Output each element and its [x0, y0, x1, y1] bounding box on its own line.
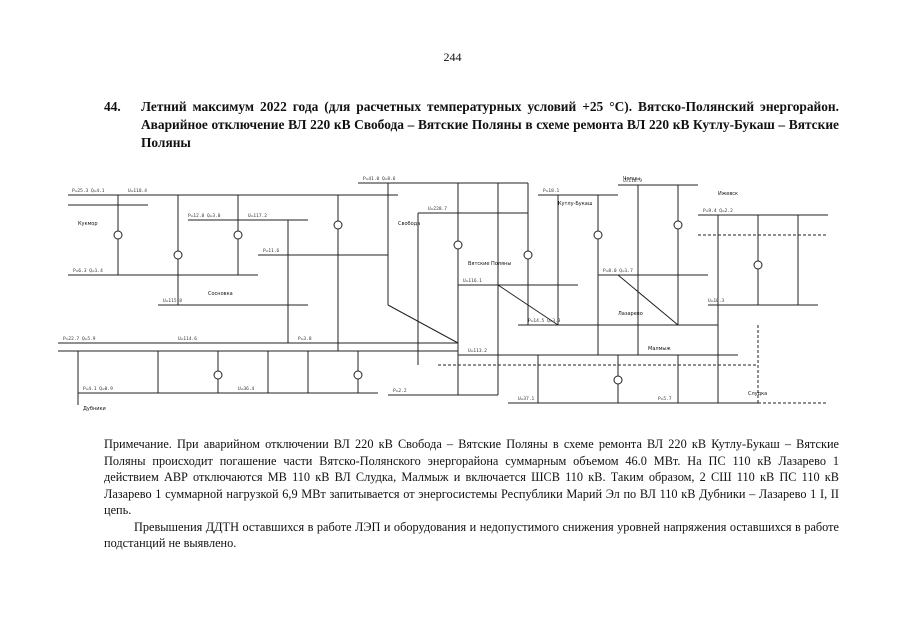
svg-text:U=116.1: U=116.1 [463, 278, 482, 284]
label-sosnovka: Сосновка [208, 291, 233, 297]
svg-text:U=115.8: U=115.8 [163, 298, 182, 304]
label-malmyzh: Малмыж [648, 346, 671, 352]
svg-text:P=22.7 Q=5.9: P=22.7 Q=5.9 [63, 336, 96, 342]
label-vyatskie-polyany: Вятские Поляны [468, 261, 511, 267]
label-chepcy: Чепцы [623, 176, 640, 182]
svg-text:P=12.8 Q=3.0: P=12.8 Q=3.0 [188, 213, 221, 219]
svg-text:P=2.2: P=2.2 [393, 388, 407, 394]
note-paragraph-2: Превышения ДДТН оставшихся в работе ЛЭП … [104, 519, 839, 551]
svg-text:P=41.0 Q=8.6: P=41.0 Q=8.6 [363, 176, 396, 182]
note-paragraph-1: Примечание. При аварийном отключении ВЛ … [104, 437, 839, 517]
label-izhevsk: Ижевск [718, 191, 738, 197]
svg-text:U=10.3: U=10.3 [708, 298, 725, 304]
svg-text:P=25.3 Q=4.1: P=25.3 Q=4.1 [72, 188, 105, 194]
svg-text:U=116.9: U=116.9 [623, 178, 642, 184]
power-grid-diagram: P=25.3 Q=4.1 U=118.4 P=12.8 Q=3.0 U=117.… [58, 165, 838, 425]
svg-text:U=113.2: U=113.2 [468, 348, 487, 354]
grid-schematic: P=25.3 Q=4.1 U=118.4 P=12.8 Q=3.0 U=117.… [58, 176, 828, 412]
svg-text:P=4.1 Q=0.9: P=4.1 Q=0.9 [83, 386, 113, 392]
svg-text:U=114.6: U=114.6 [178, 336, 197, 342]
svg-text:U=36.4: U=36.4 [238, 386, 255, 392]
label-sludka: Слудка [748, 391, 767, 397]
svg-text:P=6.3 Q=1.4: P=6.3 Q=1.4 [73, 268, 103, 274]
svg-text:P=18.1: P=18.1 [543, 188, 560, 194]
label-kutlu-bukash: Кутлу-Букаш [558, 201, 593, 207]
label-svoboda: Свобода [398, 221, 420, 227]
section-number: 44. [104, 99, 121, 114]
svg-text:U=118.4: U=118.4 [128, 188, 147, 194]
page-number: 244 [443, 50, 462, 64]
section-title: Летний максимум 2022 года (для расчетных… [141, 99, 839, 150]
svg-text:P=11.6: P=11.6 [263, 248, 280, 254]
svg-text:P=5.7: P=5.7 [658, 396, 672, 402]
svg-text:P=8.0 Q=1.7: P=8.0 Q=1.7 [603, 268, 633, 274]
label-lazarevo: Лазарево [618, 311, 643, 317]
note: Примечание. При аварийном отключении ВЛ … [104, 436, 839, 552]
label-kukmor: Кукмор [78, 221, 98, 227]
svg-text:U=228.7: U=228.7 [428, 206, 447, 212]
section-heading: 44. Летний максимум 2022 года (для расче… [104, 98, 839, 152]
svg-text:P=3.8: P=3.8 [298, 336, 312, 342]
svg-text:P=14.5 Q=3.3: P=14.5 Q=3.3 [528, 318, 561, 324]
svg-text:P=9.4 Q=2.2: P=9.4 Q=2.2 [703, 208, 733, 214]
svg-text:U=37.1: U=37.1 [518, 396, 535, 402]
label-dubniki: Дубники [83, 406, 106, 412]
svg-text:U=117.2: U=117.2 [248, 213, 267, 219]
